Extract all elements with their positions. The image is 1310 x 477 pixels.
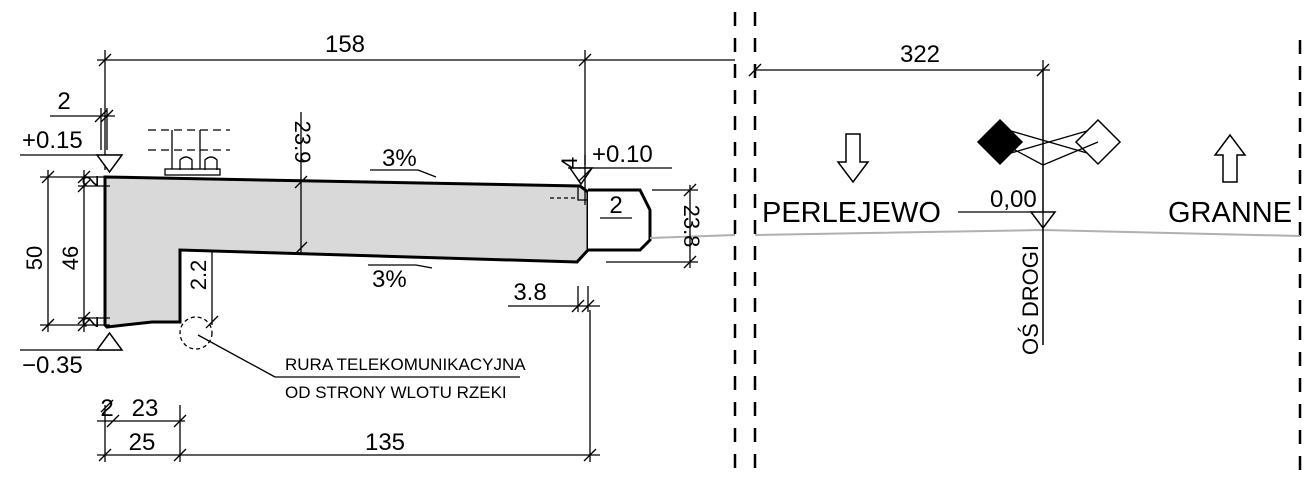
dim-2-upper-label: 2 [78, 175, 103, 187]
level-triangle-icon [568, 167, 594, 186]
dimension-3-8: 3.8 [508, 279, 600, 313]
direction-label-perlejewo: PERLEJEWO [762, 197, 941, 229]
road-surface-line [649, 228, 1301, 239]
dimension-2-top: 2 [50, 88, 115, 150]
arrow-down-icon [836, 133, 870, 184]
dim-25-label: 25 [129, 429, 156, 456]
dim-50-label: 50 [22, 246, 47, 270]
dimension-bottom-row1: 2 23 [97, 395, 187, 428]
dim-23-label: 23 [132, 395, 159, 422]
curb-block [588, 188, 652, 252]
rail-fixture [148, 129, 230, 176]
telecom-pipe: RURA TELEKOMUNIKACYJNA OD STRONY WLOTU R… [179, 316, 526, 402]
dimension-50: 50 [22, 170, 110, 332]
dim-2-right-label: 2 [609, 192, 622, 219]
level-marker-bottom-left: −0.35 [20, 331, 124, 379]
arrow-up-icon [1213, 133, 1247, 183]
slope-bottom-label: 3% [372, 266, 407, 293]
direction-label-granne: GRANNE [1168, 197, 1292, 229]
dimension-46: 46 2 2 [58, 170, 110, 332]
dim-158-label: 158 [325, 31, 365, 58]
dim-46-label: 46 [58, 246, 83, 270]
dimension-4: 4 [550, 155, 592, 205]
dim-23-9-label: 23.9 [290, 121, 315, 164]
dimension-23-9: 23.9 [290, 112, 315, 255]
slope-top-label: 3% [382, 145, 417, 172]
dimension-bottom-row2: 25 135 [97, 310, 600, 462]
dim-2-lower-label: 2 [78, 316, 103, 328]
dim-3-8-label: 3.8 [513, 279, 546, 306]
level-triangle-icon [95, 154, 124, 174]
dim-322-label: 322 [900, 41, 940, 68]
dimension-158: 158 [97, 31, 735, 170]
level-bottom-left-label: −0.35 [22, 352, 83, 379]
dimension-23-8: 23.8 [606, 183, 704, 269]
dim-4-label: 4 [557, 157, 582, 169]
dim-135-label: 135 [365, 429, 405, 456]
dimension-2-2: 2.2 [186, 250, 219, 329]
road-axis-marker: OŚ DROGI [976, 70, 1122, 355]
pipe-circle-icon [179, 316, 213, 350]
pipe-label-line1: RURA TELEKOMUNIKACYJNA [285, 355, 526, 374]
slope-bottom: 3% [368, 264, 433, 293]
dim-2-bottom-label: 2 [100, 395, 113, 422]
road-level-label: 0,00 [990, 186, 1037, 213]
pipe-label-line2: OD STRONY WLOTU RZEKI [285, 383, 507, 402]
level-marker-top-left: +0.15 [20, 127, 124, 174]
level-marker-top-right: +0.10 [568, 141, 672, 186]
level-top-left-label: +0.15 [22, 127, 83, 154]
slope-top: 3% [370, 145, 437, 178]
level-top-right-label: +0.10 [592, 141, 653, 168]
level-triangle-icon [95, 331, 124, 351]
dim-23-8-label: 23.8 [679, 205, 704, 248]
dim-2-top-label: 2 [57, 88, 70, 115]
dimension-2-right: 2 [600, 192, 632, 219]
road-axis-label: OŚ DROGI [1018, 245, 1043, 355]
dim-2-2-label: 2.2 [186, 260, 211, 291]
